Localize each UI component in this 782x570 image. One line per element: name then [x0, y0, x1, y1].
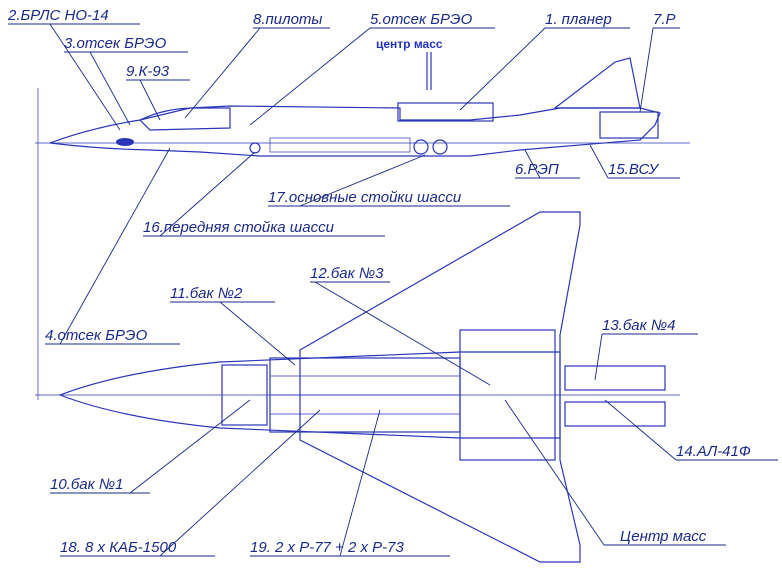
side-weapons-bay [269, 137, 411, 153]
label-ecm: 6.РЭП [515, 161, 559, 178]
label-fuel-tank-4: 13.бак №4 [602, 317, 675, 334]
label-center-mass: Центр масс [620, 528, 707, 545]
side-intake [397, 102, 494, 122]
label-fuel-tank-2: 11.бак №2 [170, 285, 243, 302]
side-canopy [138, 107, 231, 131]
side-main-gear [413, 139, 429, 155]
top-engine-2 [564, 401, 666, 427]
label-fuel-tank-1: 10.бак №1 [50, 476, 123, 493]
label-pilots: 8.пилоты [253, 11, 322, 28]
center-mass-top-label: центр масс [376, 37, 443, 51]
top-wing [299, 211, 581, 563]
side-main-gear-2 [432, 139, 448, 155]
top-fuel-tank-1 [221, 364, 268, 426]
label-radar: 2.БРЛС НО-14 [7, 7, 109, 24]
label-nose-gear: 16.передняя стойка шасси [143, 219, 335, 236]
label-airframe: 1. планер [545, 11, 612, 28]
top-engine-1 [564, 365, 666, 391]
leader-lines [8, 23, 778, 557]
top-weapons-bay [269, 357, 461, 433]
label-avionics-bay-3: 3.отсек БРЭО [64, 35, 167, 52]
top-fuel-tank-3 [459, 329, 556, 461]
label-item-7: 7.Р [653, 11, 676, 28]
label-avionics-bay-4: 4.отсек БРЭО [45, 327, 148, 344]
top-view [35, 211, 680, 563]
side-view [35, 52, 690, 400]
side-radar [116, 138, 134, 146]
label-missiles: 19. 2 х Р-77 + 2 х Р-73 [250, 539, 404, 556]
side-vertical-tail [553, 57, 641, 109]
side-fuselage [49, 105, 661, 157]
label-avionics-bay-5: 5.отсек БРЭО [370, 11, 473, 28]
label-engine: 14.АЛ-41Ф [676, 443, 751, 460]
side-nose-gear [249, 142, 261, 154]
top-fuselage [58, 351, 561, 439]
label-main-gear: 17.основные стойки шасси [268, 189, 462, 206]
side-nozzle [599, 111, 659, 139]
label-fuel-tank-3: 12.бак №3 [310, 265, 384, 282]
label-ejection-seat: 9.К-93 [126, 63, 170, 80]
label-bombs: 18. 8 х КАБ-1500 [60, 539, 177, 556]
label-apu: 15.ВСУ [608, 161, 660, 178]
